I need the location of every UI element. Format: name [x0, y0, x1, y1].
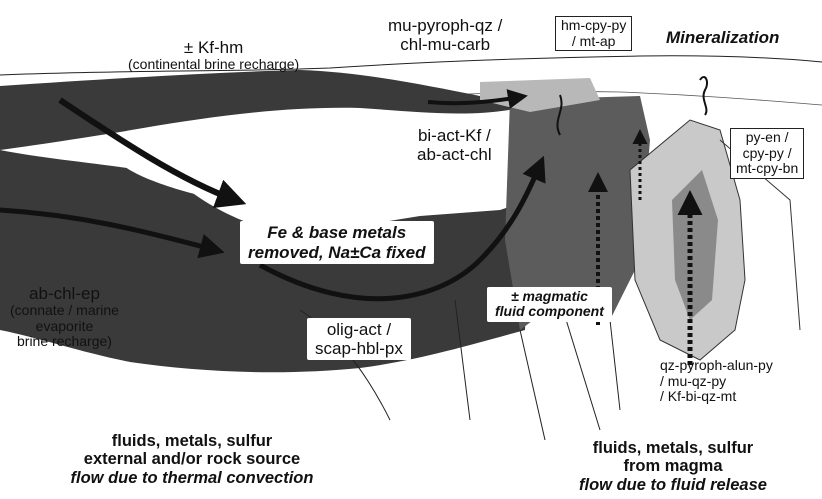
kf-hm-text: ± Kf-hm [128, 38, 299, 57]
connate-line2: evaporite [10, 319, 119, 335]
qz-line2: / mu-qz-py [660, 374, 773, 390]
right-caption-line3: flow due to fluid release [528, 476, 818, 494]
kf-hm-label: ± Kf-hm (continental brine recharge) [128, 38, 299, 73]
mu-pyroph-line1: mu-pyroph-qz / [388, 16, 502, 35]
right-caption-line2: from magma [528, 457, 818, 475]
bi-act-line1: bi-act-Kf / [417, 126, 492, 145]
magmatic-line2: fluid component [495, 304, 604, 319]
left-caption: fluids, metals, sulfur external and/or r… [22, 432, 362, 487]
mu-pyroph-label: mu-pyroph-qz / chl-mu-carb [388, 16, 502, 54]
fault-line [610, 320, 620, 410]
fault-line [520, 330, 545, 440]
connate-line3: brine recharge) [10, 334, 119, 350]
connate-line1: (connate / marine [10, 303, 119, 319]
magmatic-line1: ± magmatic [495, 289, 604, 304]
right-caption: fluids, metals, sulfur from magma flow d… [528, 439, 818, 494]
fe-line1: Fe & base metals [248, 223, 426, 243]
fe-metals-label: Fe & base metals removed, Na±Ca fixed [240, 221, 434, 264]
bi-act-label: bi-act-Kf / ab-act-chl [415, 126, 494, 164]
py-en-line2: cpy-py / [736, 146, 798, 162]
ab-chl-ep-label: ab-chl-ep (connate / marine evaporite br… [10, 284, 119, 350]
hm-cpy-line1: hm-cpy-py [561, 18, 626, 34]
continental-text: (continental brine recharge) [128, 57, 299, 73]
qz-line3: / Kf-bi-qz-mt [660, 389, 773, 405]
hm-cpy-box: hm-cpy-py / mt-ap [555, 16, 632, 51]
left-caption-line3: flow due to thermal convection [22, 469, 362, 487]
hm-cpy-line2: / mt-ap [561, 34, 626, 50]
ab-chl-ep-text: ab-chl-ep [10, 284, 119, 303]
mu-pyroph-line2: chl-mu-carb [388, 35, 502, 54]
left-caption-line1: fluids, metals, sulfur [22, 432, 362, 450]
py-en-line3: mt-cpy-bn [736, 161, 798, 177]
olig-act-label: olig-act / scap-hbl-px [307, 318, 411, 360]
olig-line2: scap-hbl-px [315, 339, 403, 358]
left-caption-line2: external and/or rock source [22, 450, 362, 468]
magmatic-label: ± magmatic fluid component [487, 287, 612, 322]
qz-pyroph-label: qz-pyroph-alun-py / mu-qz-py / Kf-bi-qz-… [660, 358, 773, 405]
bi-act-line2: ab-act-chl [417, 145, 492, 164]
py-en-box: py-en / cpy-py / mt-cpy-bn [730, 128, 804, 179]
mineralization-label: Mineralization [666, 28, 779, 47]
surface-line [0, 56, 822, 75]
right-caption-line1: fluids, metals, sulfur [528, 439, 818, 457]
fe-line2: removed, Na±Ca fixed [248, 243, 426, 263]
qz-line1: qz-pyroph-alun-py [660, 358, 773, 374]
py-en-line1: py-en / [736, 130, 798, 146]
olig-line1: olig-act / [315, 320, 403, 339]
